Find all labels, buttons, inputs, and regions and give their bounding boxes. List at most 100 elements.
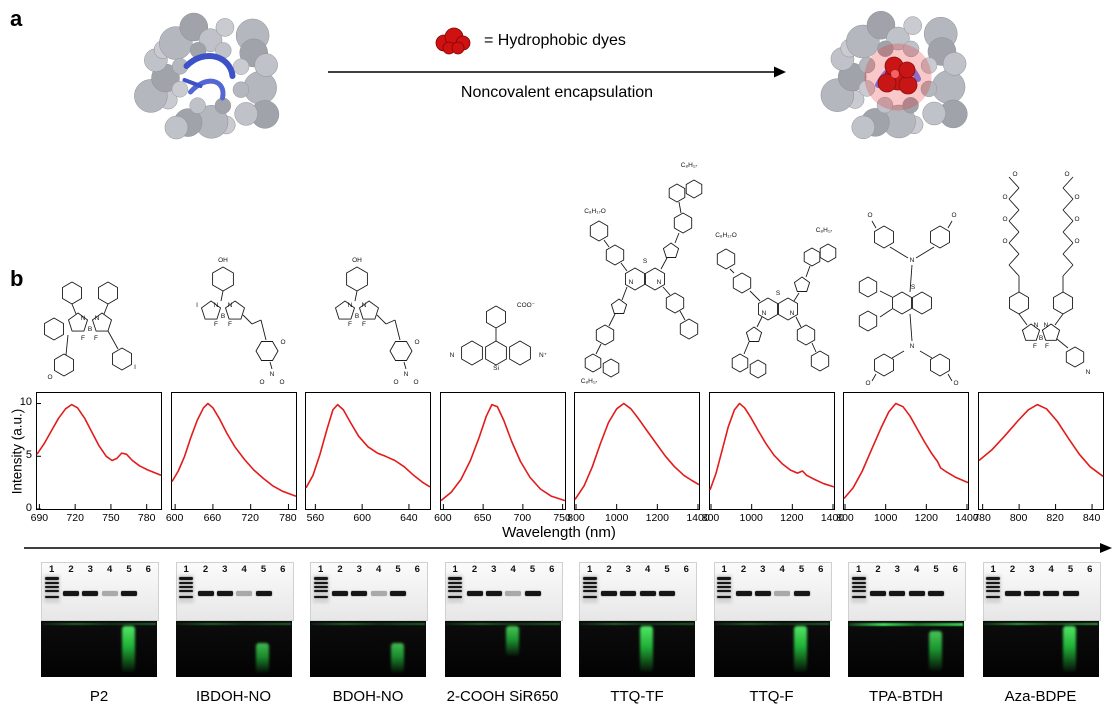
spectrum-plot-TTQ-TF: [574, 392, 700, 510]
lane-number: 3: [1029, 564, 1035, 575]
gel-smear: [640, 626, 654, 672]
x-tick-label: 1000: [605, 512, 629, 524]
lane-number: 4: [376, 564, 382, 575]
svg-text:N: N: [657, 279, 662, 286]
gel-band: [639, 591, 656, 596]
svg-text:N: N: [213, 302, 218, 309]
svg-text:O: O: [865, 380, 870, 387]
spectrum-plot-P2: [36, 392, 162, 510]
x-tick-label: 640: [400, 512, 418, 524]
ladder-band: [313, 582, 328, 584]
svg-text:C₈H₁₇O: C₈H₁₇O: [584, 208, 606, 215]
gel-band: [485, 591, 502, 596]
gel-surface-line: [176, 623, 291, 625]
svg-text:F: F: [94, 335, 98, 342]
lane-number: 4: [107, 564, 113, 575]
x-tick-label: 1400: [820, 512, 845, 524]
encapsulation-caption: Noncovalent encapsulation: [460, 84, 654, 101]
gel-surface-line: [714, 623, 829, 625]
compound-label-tpa-btdh: TPA-BTDH: [869, 688, 943, 705]
lane-number: 3: [760, 564, 766, 575]
ladder-band: [448, 590, 463, 592]
gel-band-faint: [101, 591, 118, 596]
lane-number: 3: [87, 564, 93, 575]
x-tick-label: 720: [66, 512, 84, 524]
ladder-band: [179, 586, 194, 588]
ladder-band: [448, 582, 463, 584]
lane-number: 1: [587, 564, 593, 575]
lane-number: 5: [664, 564, 670, 575]
x-tick-label: 600: [434, 512, 452, 524]
x-tick-label: 800: [836, 512, 854, 524]
spectrum-plot-2-COOH SiR650: [439, 392, 566, 510]
dye-loaded-protein-illustration: [820, 10, 968, 140]
lane-number: 5: [933, 564, 939, 575]
lane-number: 2: [875, 564, 881, 575]
lane-number: 2: [68, 564, 74, 575]
x-tick-label: 650: [473, 512, 492, 524]
ladder-band: [717, 586, 732, 588]
x-tick-label: 560: [306, 512, 325, 524]
compound-label-bdoh-no: BDOH-NO: [332, 688, 404, 705]
spectrum-plot-TTQ-F: [708, 392, 835, 510]
lane-number: 6: [145, 564, 151, 575]
gel-band: [216, 591, 233, 596]
ladder-band: [986, 596, 1001, 598]
svg-text:B: B: [1038, 335, 1042, 342]
gel-surface-line: [42, 623, 156, 625]
svg-text:O: O: [1012, 171, 1017, 178]
compound-label-ibdoh-no: IBDOH-NO: [196, 688, 271, 705]
panel-a-label: a: [10, 6, 23, 31]
ladder-band: [313, 577, 328, 580]
x-tick-label: 800: [567, 512, 585, 524]
gel-band: [255, 591, 272, 596]
gel-band: [793, 591, 810, 596]
x-tick-label: 1200: [645, 512, 669, 524]
svg-text:N: N: [81, 315, 86, 322]
lane-number: 1: [318, 564, 324, 575]
svg-text:O: O: [393, 379, 398, 386]
ladder-band: [44, 577, 59, 580]
svg-text:N: N: [269, 371, 274, 378]
x-tick-label: 750: [102, 512, 120, 524]
svg-text:F: F: [1033, 343, 1037, 350]
gel-fluorescence-TTQ-TF: [579, 621, 695, 677]
lane-number: 1: [990, 564, 996, 575]
svg-text:S: S: [911, 284, 916, 291]
gel-band: [601, 591, 617, 596]
gel-surface-line: [983, 623, 1098, 625]
spectrum-plot-BDOH-NO: [305, 392, 431, 510]
gel-band: [197, 591, 214, 596]
svg-text:O: O: [413, 379, 418, 386]
lane-number: 3: [894, 564, 900, 575]
compound-label-ttq-f: TTQ-F: [749, 688, 794, 705]
x-tick-label: 690: [30, 512, 49, 524]
ladder-band: [179, 590, 194, 592]
lane-number: 6: [280, 564, 286, 575]
svg-text:OH: OH: [352, 257, 362, 264]
lane-number: 5: [260, 564, 267, 575]
gel-surface-line: [445, 623, 560, 625]
apo-protein-illustration: [134, 12, 280, 140]
ladder-band: [582, 586, 597, 588]
ladder-band: [44, 590, 59, 592]
ladder-band: [851, 586, 866, 588]
gel-smear: [928, 631, 942, 671]
compound-label-p2: P2: [89, 688, 109, 705]
svg-text:N: N: [95, 315, 100, 322]
gel-band: [332, 591, 348, 596]
x-tick-label: 1200: [780, 512, 804, 524]
svg-text:O: O: [1074, 194, 1079, 201]
x-tick-label: 1000: [739, 512, 763, 524]
gel-band: [928, 591, 944, 596]
x-tick-label: 1200: [914, 512, 938, 524]
x-tick-label: 800: [1009, 512, 1028, 524]
gel-band: [908, 591, 925, 596]
lane-number: 5: [395, 564, 401, 575]
svg-text:O: O: [951, 212, 956, 219]
